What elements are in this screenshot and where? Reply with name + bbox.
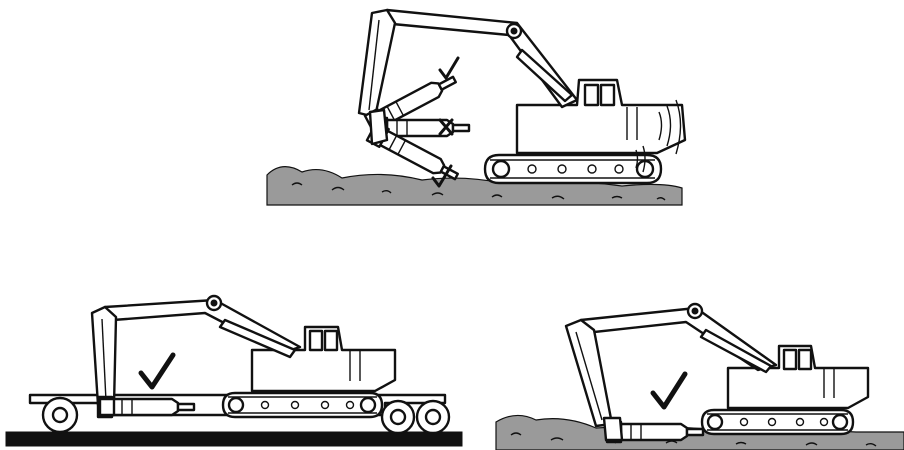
panel-top bbox=[262, 0, 702, 215]
road-bar bbox=[6, 432, 462, 446]
excavator-icon bbox=[566, 304, 868, 442]
excavator-icon bbox=[92, 296, 395, 417]
check-mark-icon bbox=[440, 58, 458, 78]
panel-bottom-left bbox=[0, 285, 470, 450]
check-mark-icon bbox=[653, 374, 685, 407]
check-mark-icon bbox=[141, 355, 173, 387]
panel-bottom-right bbox=[496, 290, 904, 450]
